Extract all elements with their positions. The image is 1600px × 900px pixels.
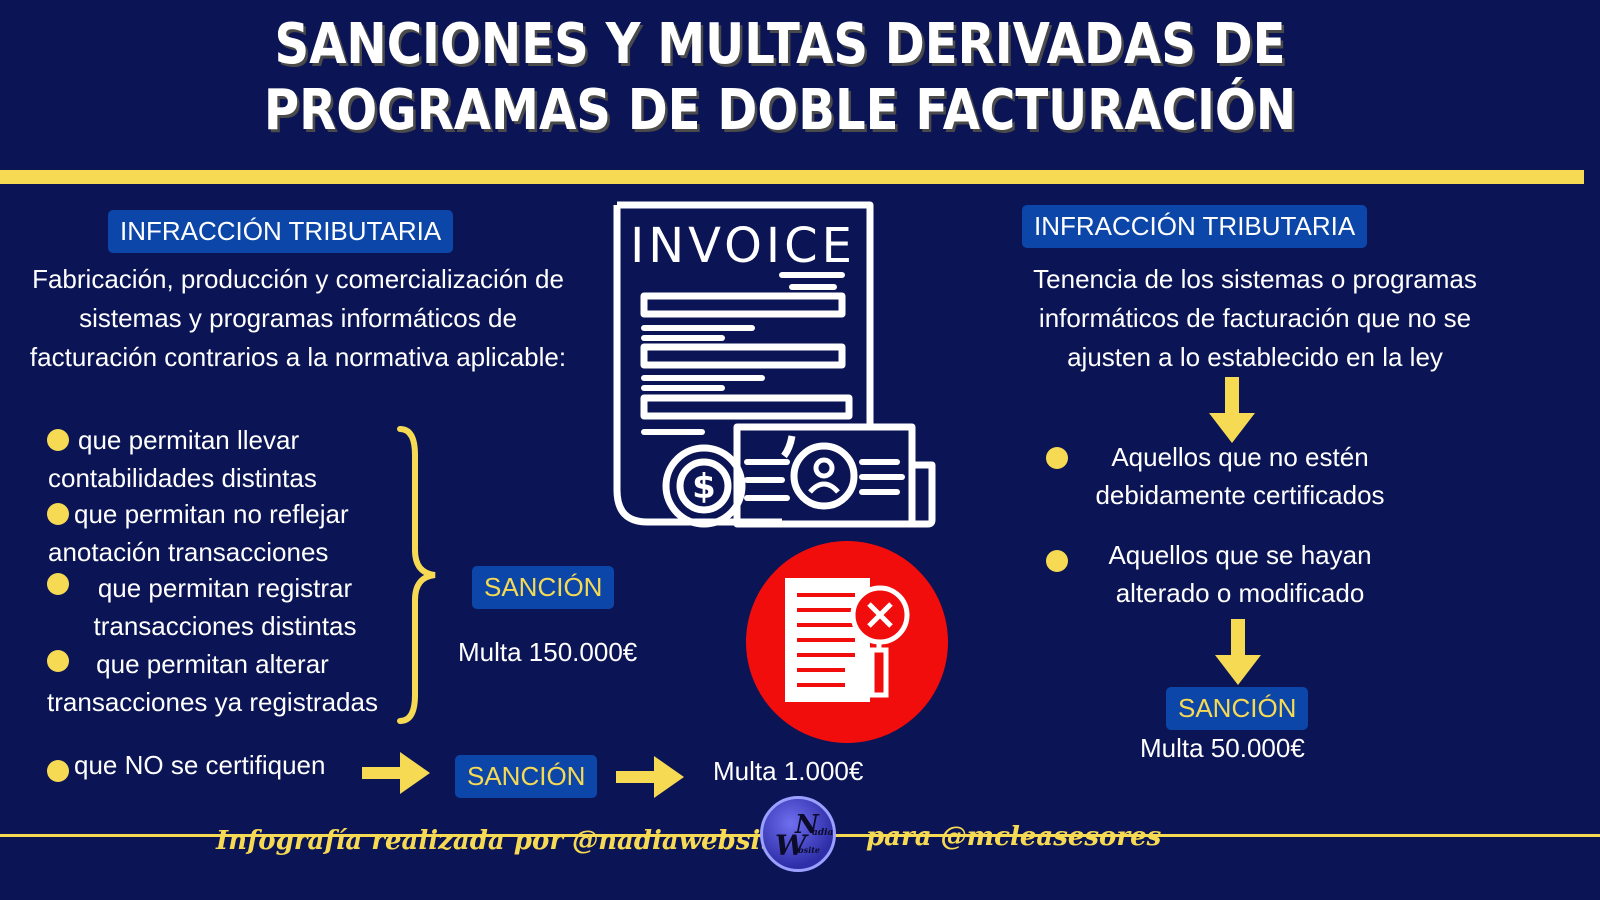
- invoice-icon: $ INVOICE: [613, 201, 936, 528]
- right-sanction-badge: SANCIÓN: [1166, 687, 1309, 730]
- svg-text:adia: adia: [812, 828, 833, 838]
- bullet-dot: [1046, 447, 1068, 469]
- svg-text:$: $: [692, 467, 716, 507]
- right-infraction-badge: INFRACCIÓN TRIBUTARIA: [1022, 205, 1368, 248]
- left-bullet-4: que permitan alterar transacciones ya re…: [47, 649, 378, 717]
- invalid-document-icon: [746, 541, 948, 743]
- left-bullet-1: que permitan llevar contabilidades disti…: [48, 425, 317, 493]
- right-description: Tenencia de los sistemas o programas inf…: [1033, 264, 1477, 372]
- bullet-dot: [47, 503, 69, 525]
- left-sanction-badge: SANCIÓN: [472, 566, 615, 609]
- title-divider: [0, 170, 1584, 184]
- curly-brace-icon: [397, 426, 436, 724]
- page-title: SANCIONES Y MULTAS DERIVADAS DE PROGRAMA…: [263, 12, 1297, 143]
- bullet-dot: [47, 650, 69, 672]
- bullet-dot: [1046, 550, 1068, 572]
- left-description: Fabricación, producción y comercializaci…: [29, 264, 567, 372]
- footer-credit: Infografía realizada por @nadiawebsite: [216, 826, 789, 856]
- svg-text:W: W: [775, 829, 809, 862]
- left-sanction-badge-2: SANCIÓN: [455, 755, 598, 798]
- left-no-cert-bullet: que NO se certifiquen: [74, 750, 326, 780]
- left-fine: Multa 150.000€: [458, 637, 638, 667]
- svg-text:N: N: [794, 810, 820, 840]
- left-bullet-3: que permitan registrar transacciones dis…: [93, 573, 357, 641]
- logo-icon: W N adia ebsite: [775, 810, 833, 862]
- bullet-dot: [47, 760, 69, 782]
- right-bullet-1: Aquellos que no estén debidamente certif…: [1095, 442, 1385, 510]
- left-infraction-badge: INFRACCIÓN TRIBUTARIA: [108, 210, 454, 253]
- arrow-right-icon: [616, 756, 684, 798]
- left-bullet-2: que permitan no reflejar anotación trans…: [48, 499, 349, 567]
- arrow-down-icon: [1215, 619, 1261, 685]
- invoice-label: INVOICE: [630, 218, 856, 274]
- left-fine-2: Multa 1.000€: [713, 756, 864, 786]
- footer-for: para @mcleasesores: [866, 822, 1162, 852]
- bullet-dot: [47, 429, 69, 451]
- right-fine: Multa 50.000€: [1140, 733, 1305, 763]
- right-bullet-2: Aquellos que se hayan alterado o modific…: [1108, 540, 1372, 608]
- bullet-dot: [47, 573, 69, 595]
- nadiawebsite-logo: W N adia ebsite: [760, 796, 836, 872]
- svg-text:ebsite: ebsite: [793, 845, 820, 855]
- arrow-down-icon: [1209, 377, 1255, 443]
- arrow-right-icon: [362, 752, 430, 794]
